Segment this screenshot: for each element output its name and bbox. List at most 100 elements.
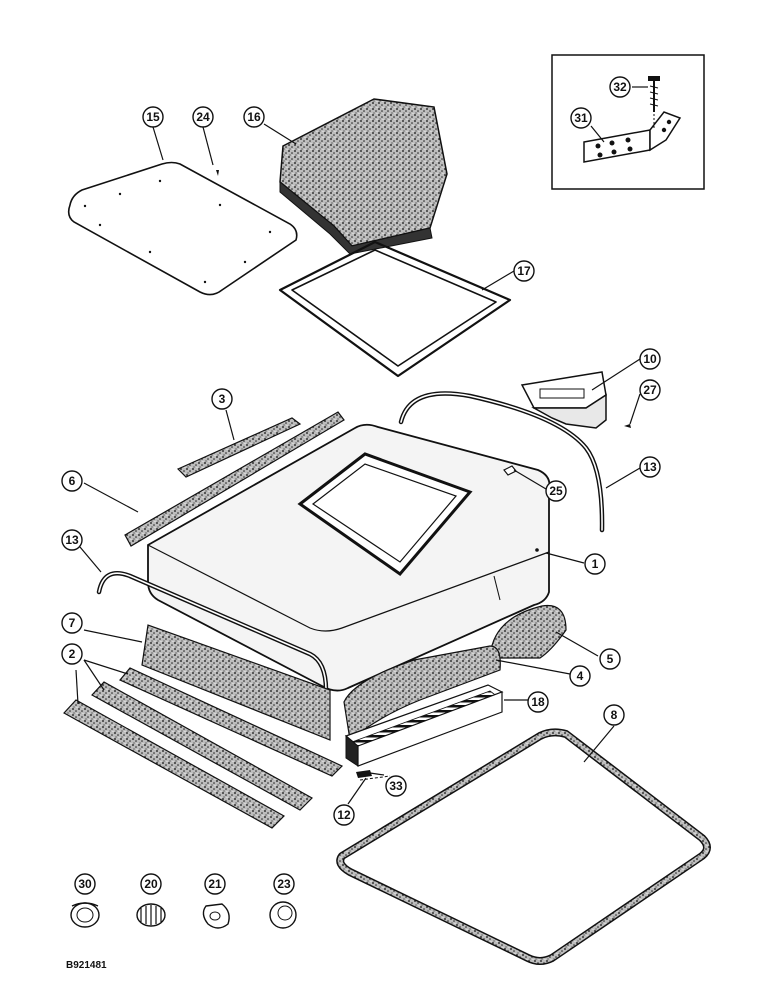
callout-15: 15 (142, 106, 164, 128)
leader-4 (495, 659, 571, 675)
insulation-strip-2b (91, 681, 313, 811)
leader-31 (590, 125, 605, 143)
callout-13-front: 13 (61, 529, 83, 551)
roof-shell-1 (147, 423, 551, 692)
window-seal-17 (278, 240, 512, 378)
svg-text:18: 18 (531, 695, 545, 709)
leader-10 (591, 358, 641, 391)
leader-25 (513, 469, 547, 490)
callout-3: 3 (211, 388, 233, 410)
leader-2b (83, 659, 105, 691)
svg-text:27: 27 (643, 383, 657, 397)
insulation-4 (343, 645, 501, 742)
perimeter-seal-8 (336, 728, 711, 965)
screw-32 (648, 76, 660, 128)
svg-text:12: 12 (337, 808, 351, 822)
callout-10: 10 (639, 348, 661, 370)
callout-20: 20 (140, 873, 162, 895)
leader-6 (83, 482, 139, 513)
callout-13-rear: 13 (639, 456, 661, 478)
svg-text:23: 23 (277, 877, 291, 891)
svg-text:13: 13 (643, 460, 657, 474)
callout-33: 33 (385, 775, 407, 797)
callout-21: 21 (204, 873, 226, 895)
svg-text:6: 6 (69, 474, 76, 488)
svg-text:8: 8 (611, 708, 618, 722)
bracket-31 (583, 111, 682, 163)
leader-24 (202, 126, 214, 166)
svg-text:21: 21 (208, 877, 222, 891)
svg-text:15: 15 (146, 110, 160, 124)
callouts: 15 24 16 17 32 31 10 27 13 25 1 3 6 13 7… (61, 76, 661, 895)
leader-2a (83, 659, 129, 675)
svg-text:7: 7 (69, 616, 76, 630)
svg-text:16: 16 (247, 110, 261, 124)
svg-text:24: 24 (196, 110, 210, 124)
callout-7: 7 (61, 612, 83, 634)
callout-12: 12 (333, 804, 355, 826)
svg-text:31: 31 (574, 111, 588, 125)
fastener-24 (216, 170, 219, 176)
inset-box (551, 54, 705, 190)
svg-text:5: 5 (607, 652, 614, 666)
leader-13-front (79, 546, 102, 573)
fitting-30 (70, 902, 100, 928)
callout-25: 25 (545, 480, 567, 502)
leader-7 (83, 629, 143, 643)
svg-text:33: 33 (389, 779, 403, 793)
callout-31: 31 (570, 107, 592, 129)
duct-10 (520, 371, 607, 429)
leader-33 (369, 772, 385, 776)
figure-code: B921481 (66, 960, 107, 971)
leader-27 (629, 393, 641, 425)
insulation-strip-2a (119, 667, 344, 777)
insulation-5 (489, 604, 567, 659)
svg-text:10: 10 (643, 352, 657, 366)
svg-text:20: 20 (144, 877, 158, 891)
insulation-pad-16 (279, 98, 448, 255)
svg-text:30: 30 (78, 877, 92, 891)
leader-13-rear (605, 467, 641, 489)
svg-text:4: 4 (577, 669, 584, 683)
clip-33 (356, 770, 372, 778)
callout-27: 27 (639, 379, 661, 401)
svg-text:25: 25 (549, 484, 563, 498)
leader-17 (481, 270, 515, 291)
svg-text:13: 13 (65, 533, 79, 547)
filter-18 (344, 684, 504, 767)
insulation-strip-7 (141, 624, 331, 741)
leader-5 (555, 631, 599, 657)
edge-trim-13-front (96, 571, 329, 693)
leader-16 (263, 123, 297, 145)
callout-18: 18 (527, 691, 549, 713)
callout-6: 6 (61, 470, 83, 492)
leader-8 (583, 725, 615, 763)
insulation-strip-3 (176, 417, 302, 478)
screw-27 (624, 424, 631, 428)
callout-24: 24 (192, 106, 214, 128)
callout-32: 32 (609, 76, 631, 98)
leader-1 (545, 552, 585, 564)
callout-8: 8 (603, 704, 625, 726)
fitting-21 (202, 903, 230, 929)
callout-23: 23 (273, 873, 295, 895)
callout-17: 17 (513, 260, 535, 282)
headliner-panel-15 (67, 161, 298, 296)
edge-trim-13-rear (398, 391, 605, 533)
callout-1: 1 (584, 553, 606, 575)
callout-16: 16 (243, 106, 265, 128)
leader-lines (75, 86, 648, 805)
callout-5: 5 (599, 648, 621, 670)
svg-text:2: 2 (69, 647, 76, 661)
fitting-20 (136, 903, 166, 927)
callout-30: 30 (74, 873, 96, 895)
svg-text:32: 32 (613, 80, 627, 94)
svg-text:17: 17 (517, 264, 531, 278)
svg-text:1: 1 (592, 557, 599, 571)
leader-15 (152, 126, 164, 161)
leader-3 (225, 409, 235, 441)
svg-text:3: 3 (219, 392, 226, 406)
leader-2c (75, 669, 79, 705)
callout-2: 2 (61, 643, 83, 665)
